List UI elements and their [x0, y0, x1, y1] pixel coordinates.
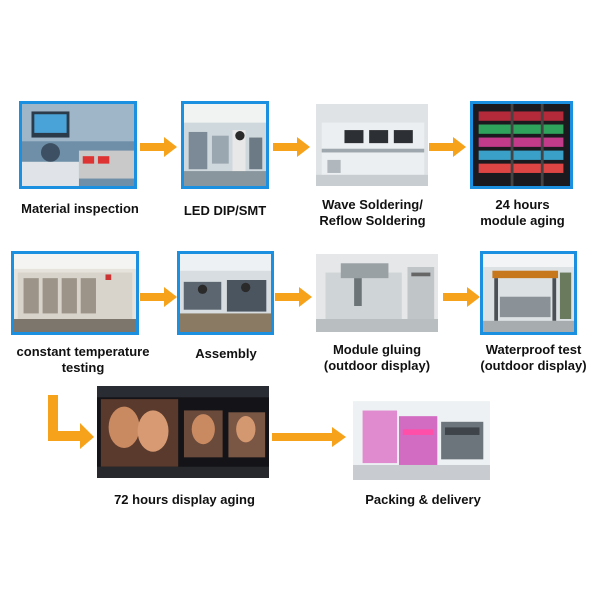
caption-module-aging: 24 hours module aging	[460, 197, 585, 229]
caption-line: (outdoor display)	[480, 358, 587, 373]
photo-assembly	[177, 251, 274, 335]
caption-line: (outdoor display)	[323, 358, 431, 373]
caption-material-inspection: Material inspection	[4, 201, 156, 217]
caption-display-aging: 72 hours display aging	[92, 492, 277, 508]
caption-packing-delivery: Packing & delivery	[343, 492, 503, 508]
caption-line: module aging	[480, 213, 565, 228]
caption-line: testing	[61, 360, 105, 375]
caption-module-gluing: Module gluing (outdoor display)	[307, 342, 447, 374]
caption-wave-soldering: Wave Soldering/ Reflow Soldering	[300, 197, 445, 229]
caption-assembly: Assembly	[170, 346, 282, 362]
arrow-right-icon	[140, 287, 177, 307]
arrow-right-icon	[272, 427, 346, 447]
caption-line: LED DIP/SMT	[183, 203, 267, 218]
photo-temperature-testing	[11, 251, 139, 335]
caption-line: constant temperature	[16, 344, 150, 359]
caption-line: 72 hours display aging	[114, 492, 255, 507]
arrow-down-right-icon	[48, 395, 94, 449]
arrow-right-icon	[429, 137, 466, 157]
photo-waterproof-test	[480, 251, 577, 335]
photo-packing-delivery	[350, 385, 493, 483]
caption-led-dip-smt: LED DIP/SMT	[170, 203, 280, 219]
photo-led-dip-smt	[181, 101, 269, 189]
photo-display-aging	[94, 383, 272, 481]
caption-temperature-testing: constant temperature testing	[0, 344, 166, 376]
caption-line: Material inspection	[21, 201, 139, 216]
caption-line: Assembly	[195, 346, 257, 361]
photo-material-inspection	[19, 101, 137, 189]
caption-line: 24 hours	[495, 197, 550, 212]
photo-module-gluing	[313, 251, 441, 335]
caption-line: Packing & delivery	[365, 492, 481, 507]
caption-line: Waterproof test	[485, 342, 582, 357]
caption-line: Reflow Soldering	[319, 213, 426, 228]
caption-line: Module gluing	[332, 342, 422, 357]
caption-line: Wave Soldering/	[322, 197, 423, 212]
photo-module-aging	[470, 101, 573, 189]
arrow-right-icon	[140, 137, 177, 157]
arrow-right-icon	[443, 287, 480, 307]
arrow-right-icon	[273, 137, 310, 157]
caption-waterproof-test: Waterproof test (outdoor display)	[467, 342, 600, 374]
photo-wave-soldering	[313, 101, 431, 189]
arrow-right-icon	[275, 287, 312, 307]
